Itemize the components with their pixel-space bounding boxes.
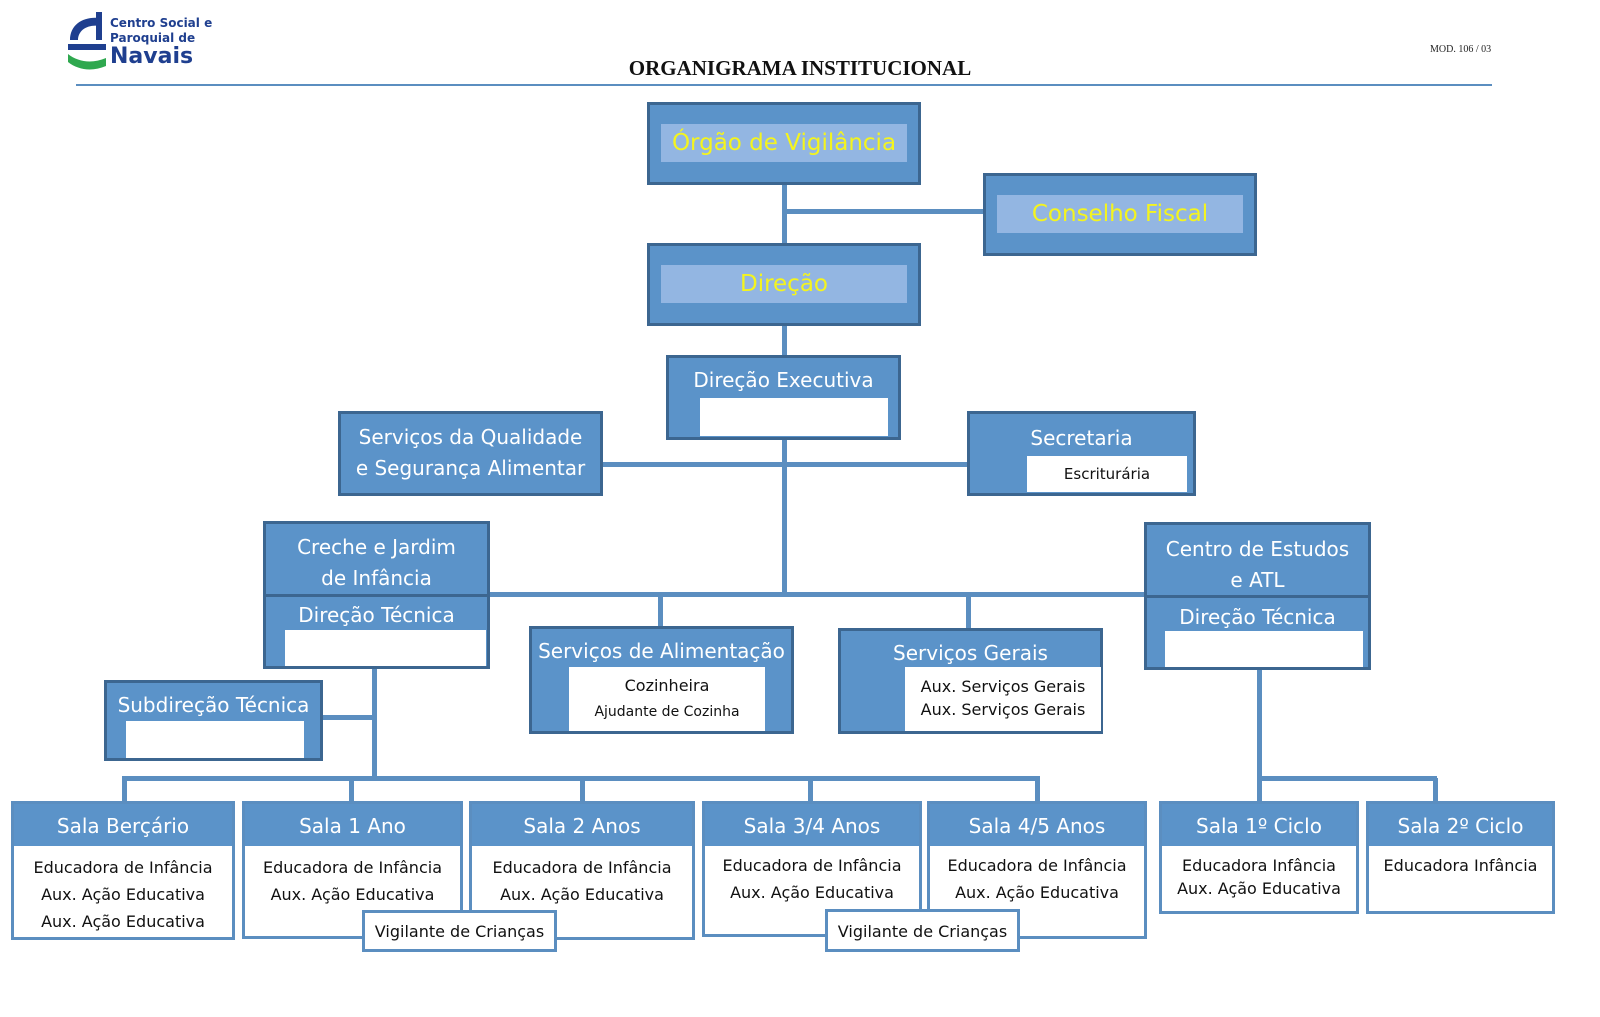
subdirecao-label: Subdireção Técnica — [117, 693, 310, 717]
room-line: Educadora de Infância — [492, 858, 672, 877]
room-1-ciclo: Sala 1º Ciclo Educadora Infância Aux. Aç… — [1159, 801, 1359, 914]
creche-box: Creche e Jardim de Infância Direção Técn… — [263, 521, 490, 669]
creche-direcao-label: Direção Técnica — [298, 603, 455, 627]
room-line: Aux. Ação Educativa — [41, 912, 205, 931]
logo-text-line2: Paroquial de — [110, 31, 196, 45]
room-title: Sala 3/4 Anos — [743, 814, 881, 838]
page-title: ORGANIGRAMA INSTITUCIONAL — [628, 56, 972, 80]
direcao-box: Direção — [647, 243, 921, 326]
room-line: Educadora Infância — [1383, 856, 1538, 875]
room-line: Educadora de Infância — [947, 856, 1127, 875]
servicos-gerais-box: Serviços Gerais Aux. Serviços Gerais Aux… — [838, 628, 1103, 734]
qualidade-box: Serviços da Qualidade e Segurança Alimen… — [338, 411, 603, 496]
header-rule — [76, 84, 1492, 86]
room-title: Sala 1º Ciclo — [1196, 814, 1322, 838]
room-line: Aux. Ação Educativa — [730, 883, 894, 902]
aux-servicos-gerais-2: Aux. Serviços Gerais — [920, 700, 1086, 719]
room-line: Aux. Ação Educativa — [270, 885, 435, 904]
logo-emblem-icon — [68, 12, 106, 70]
room-line: Educadora Infância — [1182, 856, 1336, 875]
room-line: Aux. Ação Educativa — [500, 885, 664, 904]
aux-servicos-gerais-1: Aux. Serviços Gerais — [920, 677, 1086, 696]
room-2-ciclo: Sala 2º Ciclo Educadora Infância — [1366, 801, 1555, 914]
room-title: Sala 4/5 Anos — [968, 814, 1106, 838]
orgao-vigilancia-label: Órgão de Vigilância — [671, 130, 897, 156]
conselho-fiscal-label: Conselho Fiscal — [1031, 201, 1209, 227]
centro-estudos-label: Centro de Estudos e ATL — [1165, 537, 1350, 592]
orgao-vigilancia-box: Órgão de Vigilância — [647, 102, 921, 185]
room-line: Educadora de Infância — [33, 858, 213, 877]
servicos-gerais-label: Serviços Gerais — [893, 641, 1048, 665]
alimentacao-label: Serviços de Alimentação — [538, 639, 785, 663]
qualidade-label: Serviços da Qualidade e Segurança Alimen… — [355, 425, 586, 480]
vigilante-box-1: Vigilante de Crianças — [362, 910, 557, 952]
room-4-5-anos: Sala 4/5 Anos Educadora de Infância Aux.… — [927, 801, 1147, 939]
conselho-fiscal-box: Conselho Fiscal — [983, 173, 1257, 256]
room-1-ano: Sala 1 Ano Educadora de Infância Aux. Aç… — [242, 801, 463, 939]
logo-text-line1: Centro Social e — [110, 16, 213, 30]
room-title: Sala 2 Anos — [523, 814, 641, 838]
subdirecao-box: Subdireção Técnica — [104, 680, 323, 761]
direcao-label: Direção — [739, 271, 828, 297]
direcao-executiva-box: Direção Executiva — [666, 355, 901, 440]
centro-estudos-box: Centro de Estudos e ATL Direção Técnica — [1144, 522, 1371, 670]
alimentacao-box: Serviços de Alimentação Cozinheira Ajuda… — [529, 626, 794, 734]
direcao-executiva-label: Direção Executiva — [693, 368, 874, 392]
room-title: Sala 2º Ciclo — [1397, 814, 1524, 838]
room-2-anos: Sala 2 Anos Educadora de Infância Aux. A… — [469, 801, 695, 940]
vigilante-label: Vigilante de Crianças — [837, 922, 1008, 941]
room-line: Aux. Ação Educativa — [955, 883, 1119, 902]
room-bercario: Sala Berçário Educadora de Infância Aux.… — [11, 801, 235, 940]
escrituraria-label: Escriturária — [1063, 465, 1151, 483]
room-line: Educadora de Infância — [722, 856, 902, 875]
room-3-4-anos: Sala 3/4 Anos Educadora de Infância Aux.… — [702, 801, 922, 937]
creche-label: Creche e Jardim de Infância — [297, 535, 456, 590]
room-line: Aux. Ação Educativa — [41, 885, 205, 904]
secretaria-label: Secretaria — [1030, 426, 1133, 450]
logo-text-line3: Navais — [110, 44, 194, 69]
room-title: Sala 1 Ano — [299, 814, 406, 838]
form-code: MOD. 106 / 03 — [1430, 44, 1492, 55]
room-line: Educadora de Infância — [263, 858, 442, 877]
vigilante-label: Vigilante de Crianças — [374, 922, 545, 941]
room-line: Aux. Ação Educativa — [1177, 879, 1341, 898]
logo: Centro Social e Paroquial de Navais — [66, 10, 216, 74]
secretaria-box: Secretaria Escriturária — [967, 411, 1196, 496]
cozinheira-label: Cozinheira — [624, 676, 710, 695]
room-title: Sala Berçário — [56, 814, 190, 838]
ajudante-cozinha-label: Ajudante de Cozinha — [594, 704, 740, 720]
centro-direcao-label: Direção Técnica — [1179, 605, 1336, 629]
vigilante-box-2: Vigilante de Crianças — [825, 909, 1020, 952]
